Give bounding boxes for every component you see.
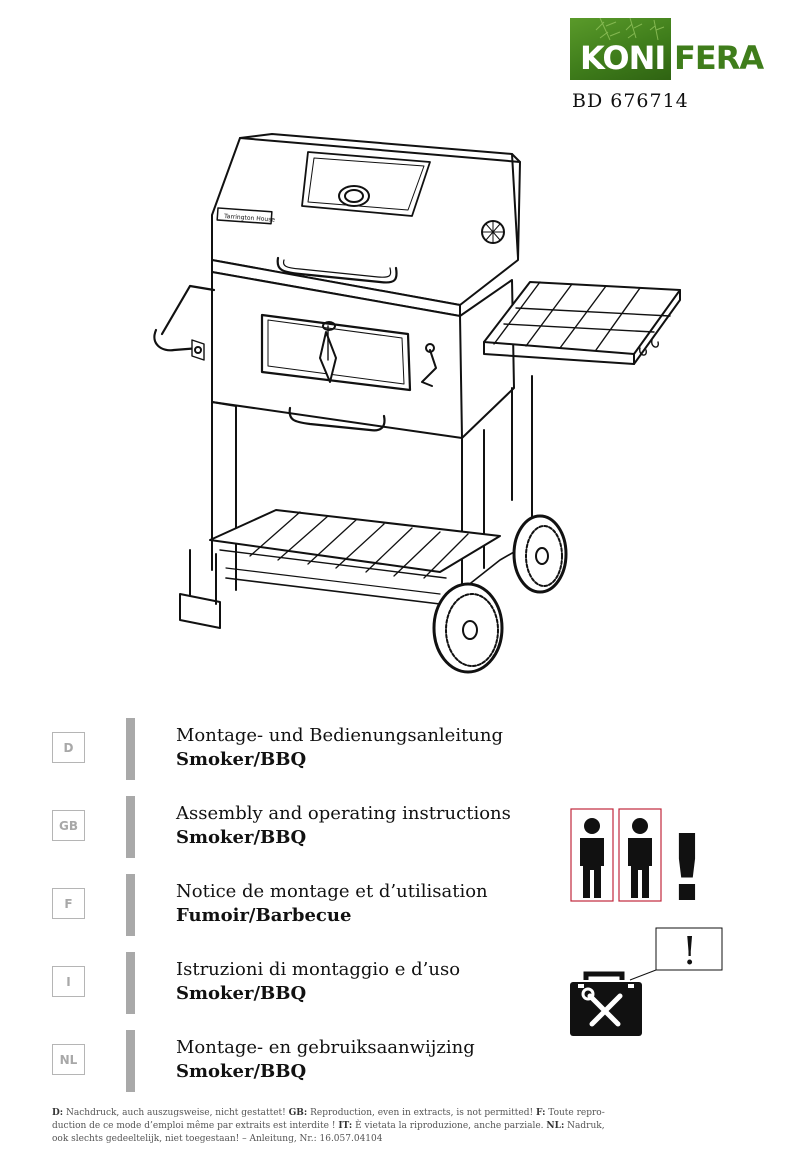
language-row-gb: GB Assembly and operating instructions S… bbox=[0, 796, 808, 858]
manual-title: Montage- und Bedienungsanleitung bbox=[176, 725, 504, 746]
language-title-block: Montage- en gebruiksaanwijzing Smoker/BB… bbox=[176, 1036, 475, 1084]
language-row-fr: F Notice de montage et d’utilisation Fum… bbox=[0, 874, 808, 936]
exclamation-mark: ! bbox=[666, 815, 700, 908]
konifera-logo: KONI FERA bbox=[570, 18, 764, 82]
manual-title: Notice de montage et d’utilisation bbox=[176, 881, 488, 902]
language-divider-bar bbox=[126, 796, 135, 858]
toolbox-icon: ! bbox=[570, 927, 723, 1036]
logo-green-box: KONI bbox=[570, 18, 671, 80]
fir-branch-icon bbox=[595, 18, 665, 41]
language-title-block: Notice de montage et d’utilisation Fumoi… bbox=[176, 880, 488, 928]
logo-text-koni: KONI bbox=[580, 39, 666, 77]
language-code-badge: D bbox=[52, 732, 85, 763]
copyright-footer: D: Nachdruck, auch auszugsweise, nicht g… bbox=[52, 1108, 605, 1144]
product-name: Fumoir/Barbecue bbox=[176, 905, 352, 926]
two-person-assembly-icon: ! bbox=[570, 808, 700, 908]
manual-title: Assembly and operating instructions bbox=[176, 803, 511, 824]
language-code-badge: I bbox=[52, 966, 85, 997]
language-title-block: Istruzioni di montaggio e d’uso Smoker/B… bbox=[176, 958, 460, 1006]
model-number: BD 676714 bbox=[572, 90, 689, 112]
language-code-badge: F bbox=[52, 888, 85, 919]
language-divider-bar bbox=[126, 874, 135, 936]
grill-brand-badge: Tarrington House bbox=[223, 213, 276, 224]
product-name: Smoker/BBQ bbox=[176, 749, 307, 770]
grill-illustration: Tarrington House bbox=[153, 133, 681, 674]
language-divider-bar bbox=[126, 952, 135, 1014]
language-divider-bar bbox=[126, 718, 135, 780]
language-row-nl: NL Montage- en gebruiksaanwijzing Smoker… bbox=[0, 1030, 808, 1092]
manual-title: Istruzioni di montaggio e d’uso bbox=[176, 959, 461, 980]
language-code-badge: GB bbox=[52, 810, 85, 841]
language-title-block: Montage- und Bedienungsanleitung Smoker/… bbox=[176, 724, 503, 772]
toolbox-note-mark: ! bbox=[682, 929, 697, 973]
language-row-de: D Montage- und Bedienungsanleitung Smoke… bbox=[0, 718, 808, 780]
language-divider-bar bbox=[126, 1030, 135, 1092]
language-row-it: I Istruzioni di montaggio e d’uso Smoker… bbox=[0, 952, 808, 1014]
language-title-block: Assembly and operating instructions Smok… bbox=[176, 802, 511, 850]
manual-title: Montage- en gebruiksaanwijzing bbox=[176, 1037, 475, 1058]
product-name: Smoker/BBQ bbox=[176, 827, 307, 848]
product-name: Smoker/BBQ bbox=[176, 983, 307, 1004]
language-code-badge: NL bbox=[52, 1044, 85, 1075]
product-name: Smoker/BBQ bbox=[176, 1061, 307, 1082]
logo-text-fera: FERA bbox=[674, 39, 764, 77]
